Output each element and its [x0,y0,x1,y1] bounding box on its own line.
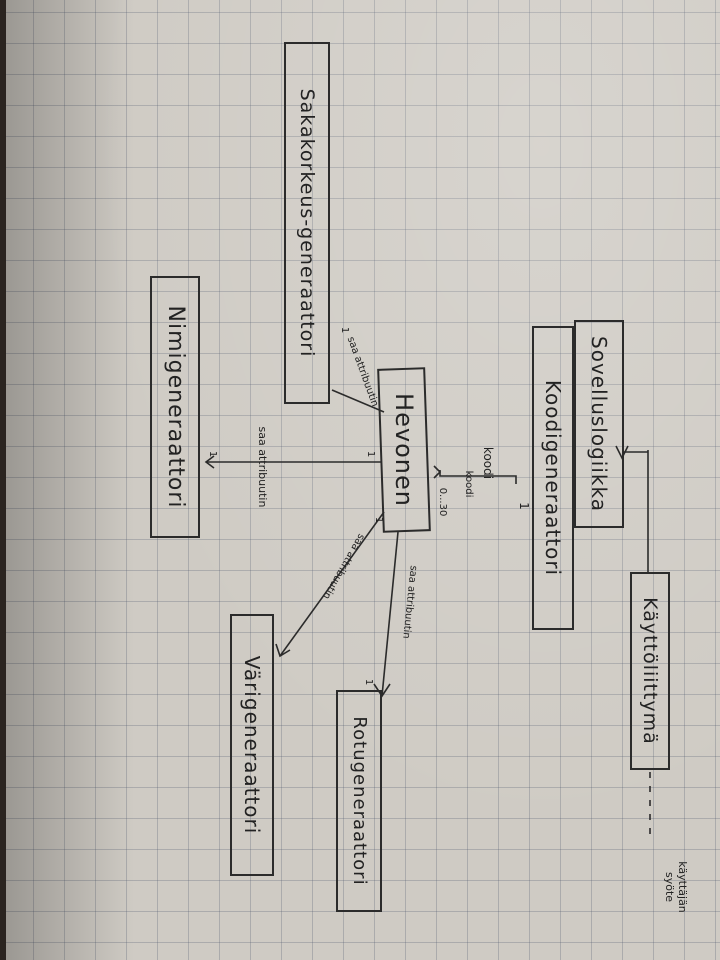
koodi-small-label: koodi [463,470,474,498]
arrowhead-nimi [204,455,215,469]
varigeneraattori-label: Värigeneraattori [240,655,264,835]
sakakorkeus-label: Sakakorkeus-generaattori [296,88,318,358]
rotugeneraattori-box [336,690,382,912]
saa-attribuutin-nimi: saa attribuutin [256,426,269,508]
koodi-label: koodi [481,446,495,480]
mult-1-rotu: 1 [363,678,374,686]
line-hevonen-saka [331,389,385,413]
kayttoliittyma-box [630,572,670,770]
mult-1-vari: 1 [373,516,384,524]
sakakorkeus-box [284,42,330,404]
mult-1-saka: 1 [339,326,350,334]
kayttaja-label: käyttäjän syöte [663,861,689,913]
mult-1-nimi-a: 1 [207,450,218,458]
hevonen-label: Hevonen [390,393,418,507]
arrowhead-rotu [373,683,391,698]
mult-1-koodi: 1 [517,502,531,510]
koodigeneraattori-label: Koodigeneraattori [541,379,565,577]
line-koodi-hevonen [439,470,517,484]
line-hevonen-rotu [381,531,399,697]
koodigeneraattori-box [532,326,574,630]
sovelluslogiikka-label: Sovelluslogiikka [587,336,611,512]
nimigeneraattori-label: Nimigeneraattori [163,305,188,509]
line-hevonen-vari [279,511,385,657]
arrowhead-hevonen [433,465,442,479]
nimigeneraattori-box [150,276,200,538]
mult-1-nimi-b: 1 [365,450,376,458]
sovelluslogiikka-box [574,320,624,528]
kayttoliittyma-label: Käyttöliittymä [639,597,661,745]
varigeneraattori-box [230,614,274,876]
arrowhead-vari [275,643,291,658]
mult-0-30: 0...30 [437,487,448,517]
rotugeneraattori-label: Rotugeneraattori [349,716,370,886]
